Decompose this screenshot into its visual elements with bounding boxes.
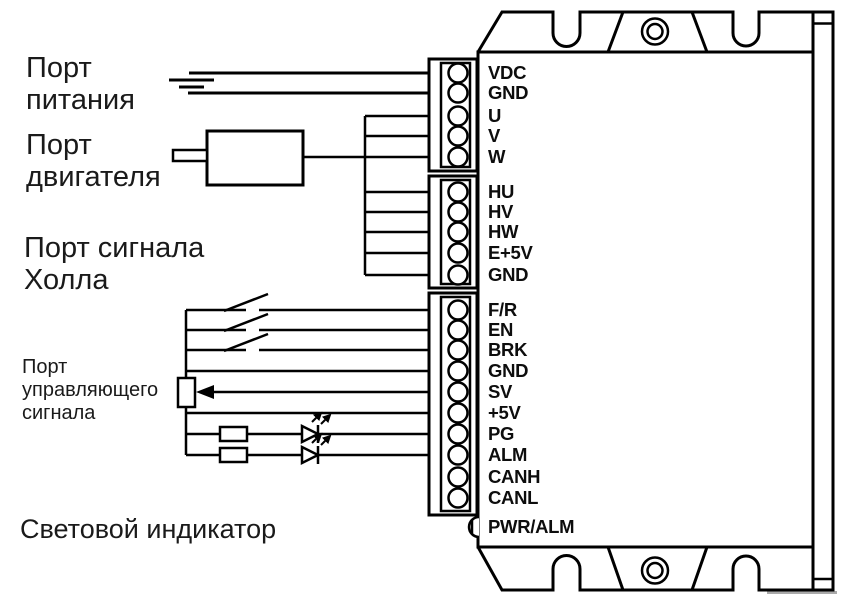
pin-label-5v: +5V: [488, 402, 521, 423]
pin-label-gnd-control: GND: [488, 360, 528, 381]
top-screw-boss: [606, 11, 709, 53]
motor-symbol: [205, 129, 305, 187]
status-led-icon: [467, 515, 480, 539]
pin-label-sv: SV: [488, 381, 513, 402]
pin-label-canl: CANL: [488, 487, 538, 508]
terminal-fr: [447, 299, 469, 321]
terminal-gnd-control: [447, 360, 469, 382]
motor-port-label-1: Порт: [26, 129, 92, 161]
pin-label-gnd-power: GND: [488, 82, 528, 103]
motor-port-label-2: двигателя: [26, 161, 161, 193]
top-screw-outer: [640, 17, 670, 46]
control-port-label-3: сигнала: [22, 402, 96, 424]
hall-port-label-2: Холла: [24, 264, 109, 296]
led-pg-icon: [300, 423, 321, 445]
terminal-alm: [447, 444, 469, 466]
driver-case: [476, 50, 815, 549]
led-alm-ray2: [320, 434, 332, 446]
terminal-canl: [447, 487, 469, 509]
terminal-hw: [447, 221, 469, 243]
pin-label-hu: HU: [488, 181, 514, 202]
switch-brk-lever: [223, 332, 269, 353]
terminal-u: [447, 105, 469, 127]
terminal-sv: [447, 381, 469, 403]
side-rail: [811, 10, 835, 592]
led-pg-ray1: [311, 411, 323, 423]
terminal-v: [447, 125, 469, 147]
terminal-w: [447, 146, 469, 168]
pin-label-pg: PG: [488, 423, 514, 444]
resistor-alm: [218, 446, 249, 464]
pin-label-e5v: E+5V: [488, 242, 534, 263]
wiper-arrowhead: [196, 385, 214, 399]
terminal-canh: [447, 466, 469, 488]
terminal-gnd-power: [447, 82, 469, 104]
pin-label-alm: ALM: [488, 444, 527, 465]
bottom-screw-inner: [646, 561, 664, 580]
hall-port-label-1: Порт сигнала: [24, 232, 205, 264]
terminal-gnd-hall: [447, 264, 469, 286]
power-supply-symbol: [169, 71, 429, 95]
switch-fr-lever: [223, 292, 269, 313]
led-pg-ray2: [320, 413, 332, 425]
pin-label-pwr-alm: PWR/ALM: [488, 516, 574, 537]
led-alm-ray1: [311, 432, 323, 444]
port-labels: Порт питания Порт двигателя Порт сигнала…: [20, 52, 276, 544]
terminal-blocks: [427, 57, 480, 539]
pin-label-fr: F/R: [488, 299, 517, 320]
motor-shaft: [171, 148, 209, 163]
pin-label-hv: HV: [488, 201, 514, 222]
motor-hall-wiring: [171, 114, 429, 277]
pin-label-hw: HW: [488, 221, 519, 242]
terminal-en: [447, 319, 469, 341]
driver-unit: [476, 10, 837, 594]
control-port-label-1: Порт: [22, 356, 67, 378]
led-alm-icon: [300, 444, 321, 466]
top-mounting-flange: [476, 10, 813, 53]
resistor-pg: [218, 425, 249, 443]
control-port-label-2: управляющего: [22, 379, 158, 401]
terminal-5v: [447, 402, 469, 424]
pin-label-gnd-hall: GND: [488, 264, 528, 285]
potentiometer-symbol: [176, 376, 197, 409]
bottom-screw-boss: [606, 546, 709, 591]
pin-label-en: EN: [488, 319, 513, 340]
bottom-screw-outer: [640, 556, 670, 585]
power-port-label-2: питания: [26, 84, 135, 116]
terminal-brk: [447, 339, 469, 361]
pin-label-w: W: [488, 146, 506, 167]
switch-en-lever: [223, 312, 269, 333]
pin-label-canh: CANH: [488, 466, 540, 487]
terminal-hu: [447, 181, 469, 203]
terminal-vdc: [447, 62, 469, 84]
indicator-label: Световой индикатор: [20, 514, 276, 544]
terminal-e5v: [447, 242, 469, 264]
top-screw-inner: [646, 22, 664, 41]
power-port-label-1: Порт: [26, 52, 92, 84]
pin-labels: VDC GND U V W HU HV HW E+5V GND F/R EN B…: [488, 62, 575, 537]
pin-label-vdc: VDC: [488, 62, 526, 83]
pin-label-u: U: [488, 105, 501, 126]
pin-label-brk: BRK: [488, 339, 528, 360]
bottom-mounting-flange: [476, 546, 813, 592]
terminal-hv: [447, 201, 469, 223]
control-signal-circuit: [176, 292, 429, 466]
terminal-pg: [447, 423, 469, 445]
pin-label-v: V: [488, 125, 501, 146]
